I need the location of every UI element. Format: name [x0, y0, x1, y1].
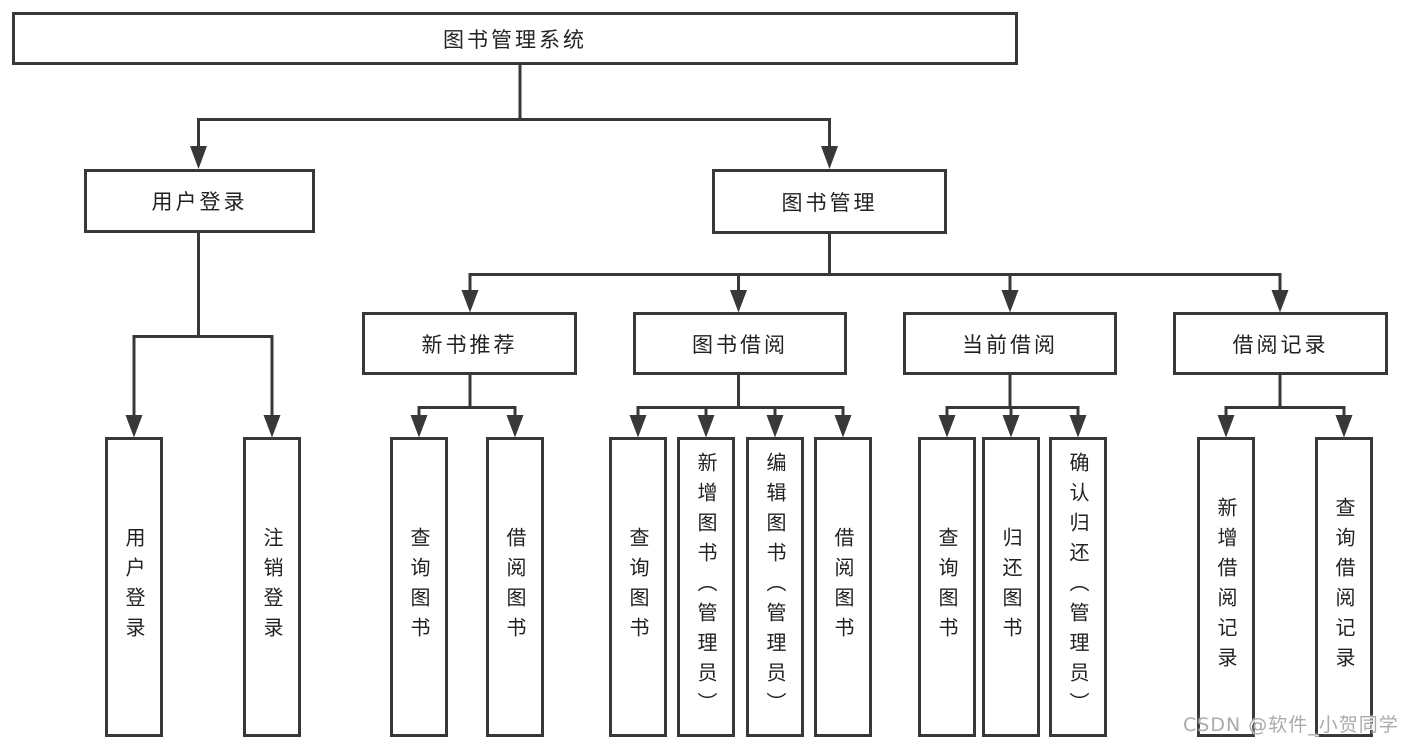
leaf-borrow-books: 借阅图书	[814, 437, 872, 737]
leaf-confirm-return-admin: 确认归还（管理员）	[1049, 437, 1107, 737]
node-book-management: 图书管理	[712, 169, 947, 234]
node-label: 新书推荐	[421, 332, 518, 357]
leaf-query-books-recommend: 查询图书	[390, 437, 448, 737]
arrow-down-icon	[821, 146, 838, 169]
leaf-add-books-admin: 新增图书（管理员）	[677, 437, 735, 737]
leaf-label: 新增借阅记录	[1214, 497, 1238, 677]
arrow-down-icon	[766, 415, 784, 438]
leaf-label: 用户登录	[122, 527, 146, 647]
arrow-down-icon	[730, 290, 747, 313]
arrow-down-icon	[1001, 290, 1019, 313]
arrow-down-icon	[938, 415, 956, 438]
arrow-down-icon	[1335, 415, 1353, 438]
leaf-query-books-borrowing: 查询图书	[609, 437, 667, 737]
arrow-down-icon	[834, 415, 852, 438]
node-label: 图书借阅	[692, 332, 788, 357]
leaf-label: 归还图书	[999, 527, 1023, 647]
leaf-edit-books-admin: 编辑图书（管理员）	[746, 437, 804, 737]
leaf-user-login: 用户登录	[105, 437, 163, 737]
leaf-label: 借阅图书	[503, 527, 527, 647]
node-current-borrowing: 当前借阅	[903, 312, 1117, 375]
node-label: 当前借阅	[962, 332, 1058, 357]
arrow-down-icon	[190, 146, 207, 169]
node-label: 图书管理	[781, 190, 878, 215]
arrow-down-icon	[125, 415, 143, 438]
node-book-borrowing: 图书借阅	[633, 312, 847, 375]
node-label: 图书管理系统	[443, 27, 587, 52]
arrow-down-icon	[629, 415, 647, 438]
leaf-add-borrow-record: 新增借阅记录	[1197, 437, 1255, 737]
leaf-query-borrow-record: 查询借阅记录	[1315, 437, 1373, 737]
leaf-borrow-books-recommend: 借阅图书	[486, 437, 544, 737]
arrow-down-icon	[1002, 415, 1020, 438]
leaf-label: 新增图书（管理员）	[694, 452, 718, 722]
leaf-label: 编辑图书（管理员）	[763, 452, 787, 722]
arrow-down-icon	[506, 415, 524, 438]
leaf-label: 查询图书	[407, 527, 431, 647]
arrow-down-icon	[263, 415, 281, 438]
leaf-logout: 注销登录	[243, 437, 301, 737]
leaf-return-books: 归还图书	[982, 437, 1040, 737]
node-label: 借阅记录	[1232, 332, 1329, 357]
leaf-label: 查询借阅记录	[1332, 497, 1356, 677]
node-new-book-recommend: 新书推荐	[362, 312, 577, 375]
tree-edges	[132, 65, 1346, 417]
leaf-label: 查询图书	[935, 527, 959, 647]
arrow-down-icon	[1217, 415, 1235, 438]
leaf-query-books-current: 查询图书	[918, 437, 976, 737]
leaf-label: 确认归还（管理员）	[1066, 452, 1090, 722]
watermark-text: CSDN @软件_小贺同学	[1183, 714, 1399, 736]
arrow-down-icon	[697, 415, 715, 438]
leaf-label: 查询图书	[626, 527, 650, 647]
leaf-label: 借阅图书	[831, 527, 855, 647]
node-root-system: 图书管理系统	[12, 12, 1018, 65]
arrowheads	[125, 146, 1353, 438]
node-user-login: 用户登录	[84, 169, 315, 233]
arrow-down-icon	[1271, 290, 1289, 313]
arrow-down-icon	[410, 415, 428, 438]
arrow-down-icon	[1069, 415, 1087, 438]
node-label: 用户登录	[151, 190, 248, 214]
node-borrowing-records: 借阅记录	[1173, 312, 1388, 375]
leaf-label: 注销登录	[260, 527, 284, 647]
arrow-down-icon	[461, 290, 479, 313]
